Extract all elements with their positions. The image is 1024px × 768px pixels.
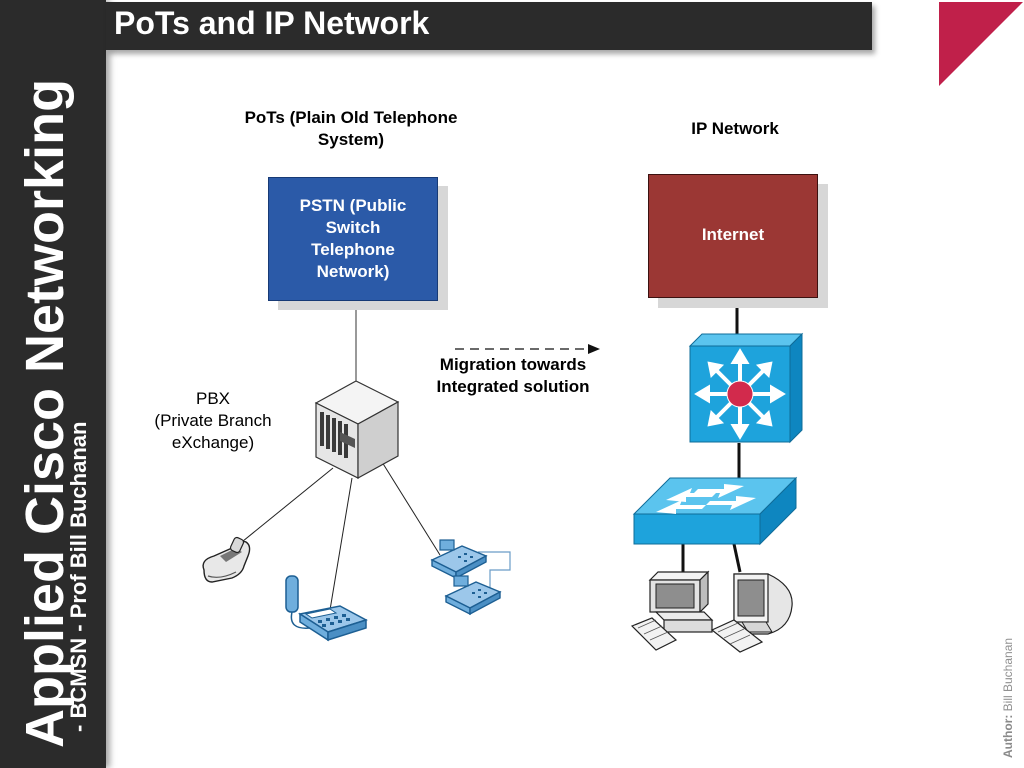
pstn-label: PSTN (Public Switch Telephone Network) [278, 195, 428, 283]
author-name: Bill Buchanan [1001, 637, 1015, 712]
pbx-label: PBX (Private Branch eXchange) [140, 388, 286, 454]
migration-label-line1: Migration towards [439, 355, 587, 374]
pc-icon [630, 570, 714, 651]
migration-label-line2: Integrated solution [436, 377, 590, 396]
pbx-label-line1: PBX [195, 389, 231, 408]
author-label: Author: [1001, 714, 1015, 758]
switch-icon [632, 476, 798, 546]
pots-heading: PoTs (Plain Old Telephone System) [220, 107, 482, 151]
pbx-ipphone-link [381, 461, 441, 556]
ip-phone-icon [430, 539, 511, 616]
pbx-label-line2: (Private Branch [154, 411, 272, 430]
switch-workstation-link [732, 543, 742, 573]
pbx-label-line3: eXchange) [171, 433, 255, 452]
workstation-icon [710, 573, 793, 653]
pots-heading-line2: System) [317, 130, 385, 149]
internet-node: Internet [648, 174, 818, 298]
sidebar-band: Applied Cisco Networking - BCMSN - Prof … [0, 0, 106, 768]
internet-label: Internet [701, 225, 765, 244]
migration-arrow-head [588, 344, 600, 354]
pstn-label-line2: Switch [325, 218, 381, 237]
pstn-label-line1: PSTN (Public [299, 196, 407, 215]
author-credit: Author: Bill Buchanan [1001, 598, 1021, 758]
pbx-icon [314, 380, 400, 480]
corner-accent [939, 2, 1023, 86]
ip-heading: IP Network [691, 119, 779, 138]
pots-heading-line1: PoTs (Plain Old Telephone [244, 108, 458, 127]
cordless-phone-icon [202, 536, 251, 583]
page-title: PoTs and IP Network [114, 5, 430, 41]
pstn-node: PSTN (Public Switch Telephone Network) [268, 177, 438, 301]
title-bar: PoTs and IP Network [106, 2, 872, 50]
desk-phone-icon [285, 575, 368, 642]
pstn-label-line3: Telephone [311, 240, 395, 259]
pbx-cordless-link [231, 467, 334, 551]
pstn-label-line4: Network) [316, 262, 390, 281]
migration-label: Migration towards Integrated solution [418, 354, 608, 398]
layer3-switch-icon [688, 332, 804, 444]
pbx-deskphone-link [329, 477, 353, 611]
